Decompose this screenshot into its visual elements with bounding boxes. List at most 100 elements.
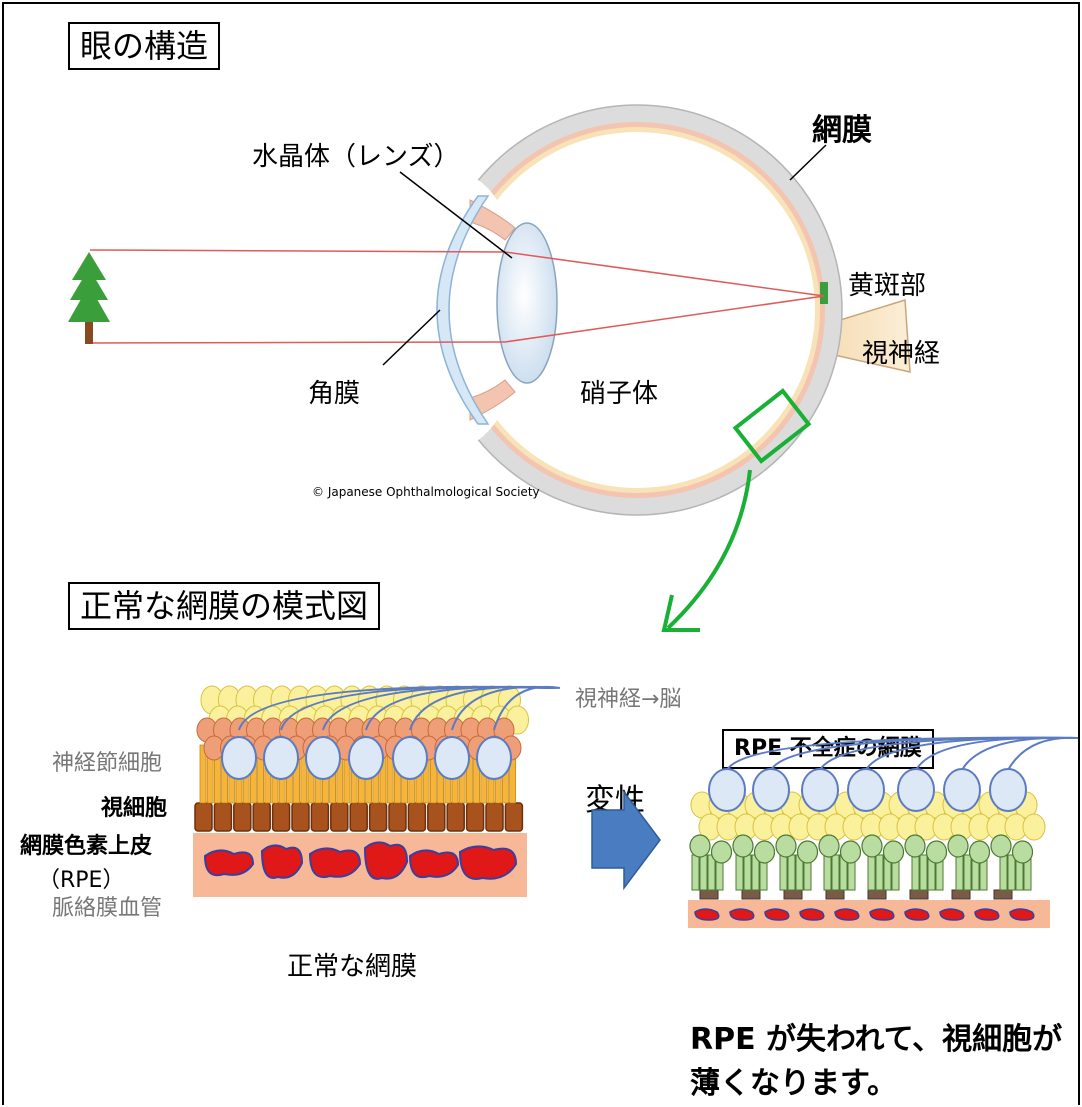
choroid-vessel <box>458 845 518 880</box>
photoreceptor-nucleus <box>689 834 711 858</box>
photoreceptor-nucleus <box>861 834 883 858</box>
retina-label: 網膜 <box>812 113 872 148</box>
ganglion-cell <box>801 768 839 812</box>
rpe-cell <box>271 802 291 832</box>
photoreceptor-segment <box>875 854 884 891</box>
tree-icon <box>68 252 110 344</box>
photoreceptor-nucleus <box>796 840 819 864</box>
lens-shape <box>496 222 558 384</box>
lens-leader-line <box>399 171 513 259</box>
retina-leader-line <box>789 144 827 181</box>
cornea-shape <box>436 195 490 425</box>
rpe-loss-caption: RPE が失われて、視細胞が薄くなります。 <box>690 1022 1063 1101</box>
iris-upper <box>469 199 516 241</box>
remnant-rpe <box>825 889 845 900</box>
rpe-def-remnant-rpe <box>699 889 1013 900</box>
rpe-cell <box>310 802 330 832</box>
rpe-label-line1: 網膜色素上皮 <box>20 833 152 859</box>
optic-nerve-brain-label: 視神経→脳 <box>575 687 681 712</box>
ray-top-outside <box>89 249 506 253</box>
photoreceptor-nucleus <box>818 834 840 858</box>
macula-label: 黄斑部 <box>848 271 926 301</box>
ganglion-cell <box>221 736 257 780</box>
normal-choroid-vessels <box>203 841 518 880</box>
rpe-cell <box>252 802 271 832</box>
rpe-cell <box>213 802 233 832</box>
rpe-cell <box>485 802 504 832</box>
rpe-cell <box>427 802 446 832</box>
rpe-def-choroid-vessels <box>694 908 1035 921</box>
photoreceptor-segment <box>735 854 744 891</box>
remnant-rpe <box>951 889 971 900</box>
rpe-cell <box>465 802 485 832</box>
photoreceptor-segment <box>1007 854 1016 891</box>
normal-retina-schematic: 視神経→脳 神経節細胞 視細胞 網膜色素上皮 （RPE） 脈絡膜血管 正常な網膜 <box>20 685 681 982</box>
choroid-vessel <box>1009 908 1035 921</box>
copyright-text: © Japanese Ophthalmological Society <box>312 485 540 499</box>
photoreceptor-segment <box>787 854 796 891</box>
rpe-deficiency-schematic <box>688 736 1079 928</box>
rpe-cell <box>330 802 349 832</box>
rpe-cell <box>504 802 524 832</box>
zoom-arrow-head <box>661 594 700 632</box>
photoreceptor-segment <box>919 854 928 891</box>
inner-cell <box>1022 813 1046 841</box>
rpe-cell <box>446 802 465 832</box>
ganglion-cell <box>752 768 790 812</box>
photoreceptor-nucleus <box>947 834 969 858</box>
photoreceptor-segment <box>867 854 876 891</box>
ganglion-cell <box>392 736 428 780</box>
photoreceptor-segment <box>691 854 700 891</box>
ganglion-cell <box>348 736 384 780</box>
photoreceptors-label: 視細胞 <box>101 795 167 821</box>
normal-nerve-fibers <box>238 685 561 731</box>
iris-lower <box>469 379 516 421</box>
ray-bottom-inside <box>504 295 825 343</box>
photoreceptor-segment <box>743 854 752 891</box>
choroid-vessel <box>363 841 409 880</box>
remnant-rpe <box>993 889 1013 900</box>
photoreceptor-nucleus <box>925 840 948 864</box>
choroid-vessel <box>939 908 965 921</box>
photoreceptor-segment <box>911 854 920 891</box>
choroid-vessel <box>904 908 930 921</box>
rpe-cell <box>233 802 252 832</box>
choroid-vessel <box>764 908 790 921</box>
choroid-vessel <box>260 844 304 879</box>
photoreceptor-segment <box>999 854 1008 891</box>
rpe-cell <box>407 802 427 832</box>
photoreceptor-nucleus <box>710 840 733 864</box>
remnant-rpe <box>867 889 887 900</box>
normal-retina-diagram-title: 正常な網膜の模式図 <box>68 582 381 630</box>
choroid-vessel <box>203 849 255 877</box>
remnant-rpe <box>783 889 803 900</box>
ganglion-cells-label: 神経節細胞 <box>52 751 162 776</box>
photoreceptor-nucleus <box>968 840 991 864</box>
photoreceptor-segment <box>199 744 207 804</box>
choroid-vessel <box>799 908 825 921</box>
ganglion-cell <box>708 768 746 812</box>
remnant-rpe <box>909 889 929 900</box>
vitreous-shape <box>459 132 815 488</box>
optic-nerve-label: 視神経 <box>862 339 940 369</box>
rpe-cell <box>194 802 213 832</box>
ganglion-cell <box>943 768 981 812</box>
nerve-fiber <box>493 685 561 731</box>
choroid-vessel <box>408 849 460 878</box>
choroid-vessels-label: 脈絡膜血管 <box>52 896 162 921</box>
rpe-cell <box>291 802 310 832</box>
normal-ganglion-cells <box>221 736 512 780</box>
rpe-cell <box>368 802 388 832</box>
degeneration-arrow: 変性 <box>585 783 661 891</box>
rpe-def-nerve-fibers <box>726 736 1079 771</box>
remnant-rpe <box>741 889 761 900</box>
photoreceptor-segment <box>779 854 788 891</box>
eye-front-opening <box>400 175 520 445</box>
choroid-vessel <box>694 908 720 921</box>
eye-structure-title: 眼の構造 <box>68 22 221 70</box>
ganglion-cell <box>476 736 512 780</box>
photoreceptor-nucleus <box>753 840 776 864</box>
normal-retina-caption: 正常な網膜 <box>287 952 417 982</box>
